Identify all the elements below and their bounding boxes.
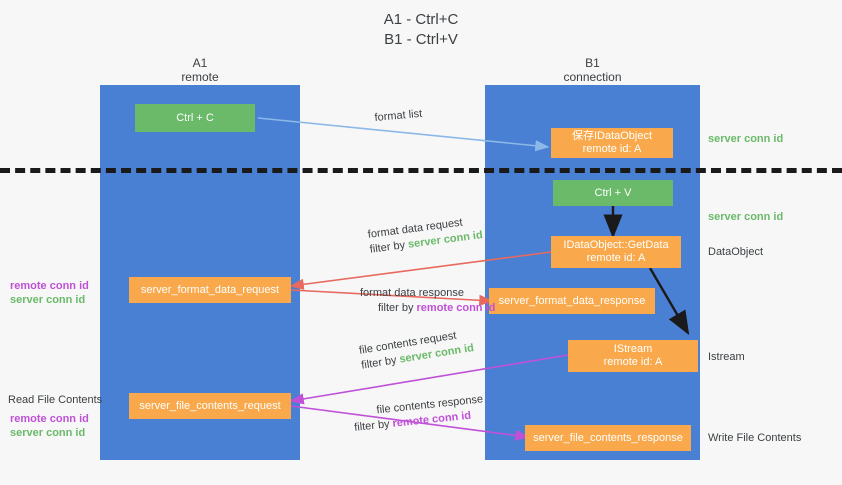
label-remote-conn-id-1: remote conn id [10, 280, 89, 292]
arrow-format-data-response [290, 289, 494, 306]
format-data-resp-filter-prefix: filter by [378, 302, 417, 314]
label-server-conn-id-1: server conn id [10, 294, 86, 306]
column-b1-name: B1 [585, 56, 600, 70]
label-istream: Istream [708, 351, 745, 363]
box-idataobject[interactable]: 保存IDataObject remote id: A [551, 128, 673, 158]
arrow-label-format-data-response: format data response filter by remote con… [360, 286, 495, 316]
column-a1-sub: remote [181, 70, 219, 84]
format-data-resp-filter-value: remote conn id [416, 302, 496, 314]
clipboard-boundary-divider [0, 168, 842, 173]
box-server-file-contents-response[interactable]: server_file_contents_response [525, 425, 691, 451]
label-server-conn-id-top: server conn id [708, 133, 784, 145]
box-ctrl-v[interactable]: Ctrl + V [553, 180, 673, 206]
file-contents-resp-filter-prefix: filter by [353, 417, 394, 434]
arrow-getdata-to-istream [648, 267, 690, 336]
label-server-conn-id-mid: server conn id [708, 211, 784, 223]
page-title: A1 - Ctrl+C B1 - Ctrl+V [383, 11, 459, 48]
box-server-file-contents-request[interactable]: server_file_contents_request [129, 393, 291, 419]
arrow-file-contents-request [289, 354, 569, 405]
box-istream[interactable]: IStream remote id: A [568, 340, 698, 372]
column-b1-sub: connection [563, 70, 622, 84]
label-remote-conn-id-2: remote conn id [10, 413, 89, 425]
format-data-response-text: format data response [360, 287, 464, 299]
label-read-file-contents: Read File Contents [8, 394, 103, 406]
label-dataobject: DataObject [708, 246, 764, 258]
column-a1-name: A1 [192, 56, 208, 70]
label-server-conn-id-2: server conn id [10, 427, 86, 439]
arrow-file-contents-response [290, 405, 530, 441]
arrow-format-data-request [289, 251, 552, 290]
box-idataobject-getdata[interactable]: IDataObject::GetData remote id: A [551, 236, 681, 268]
box-server-format-data-response[interactable]: server_format_data_response [489, 288, 655, 314]
box-server-format-data-request[interactable]: server_format_data_request [129, 277, 291, 303]
label-write-file-contents: Write File Contents [708, 432, 802, 444]
box-ctrl-c[interactable]: Ctrl + C [135, 104, 255, 132]
format-data-filter-prefix: filter by [369, 238, 409, 256]
arrow-format-list [257, 117, 550, 152]
